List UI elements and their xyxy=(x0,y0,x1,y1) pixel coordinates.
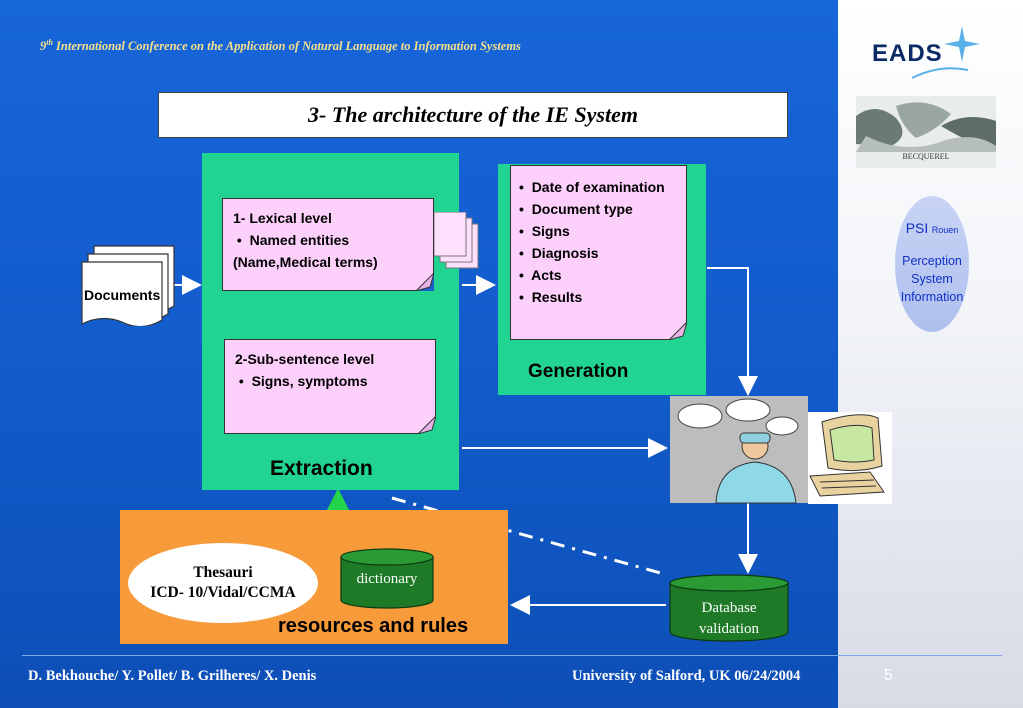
subsentence-level-bullet: • Signs, symptoms xyxy=(235,373,368,389)
subsentence-level-note: 2-Sub-sentence level • Signs, symptoms xyxy=(224,339,436,434)
database-icon xyxy=(669,574,789,642)
generation-label: Generation xyxy=(528,361,629,382)
database-validation-cylinder: Database validation xyxy=(669,574,789,642)
psi-line-information: Information xyxy=(900,290,964,304)
footer-venue: University of Salford, UK 06/24/2004 xyxy=(572,668,801,684)
documents-stack: Documents xyxy=(80,244,176,326)
footer-divider xyxy=(22,655,1002,656)
resources-label: resources and rules xyxy=(278,615,469,637)
extraction-label: Extraction xyxy=(270,457,373,480)
generation-item-date: • Date of examination xyxy=(519,179,665,195)
thesauri-title: Thesauri xyxy=(193,564,253,581)
database-line2: validation xyxy=(699,621,759,637)
svg-text:BECQUEREL: BECQUEREL xyxy=(902,152,949,161)
psi-line-perception: Perception xyxy=(902,254,962,268)
conference-header: 9th International Conference on the Appl… xyxy=(40,38,521,54)
psi-rouen-badge: PSI Rouen Perception System Information xyxy=(895,196,969,332)
generation-item-results: • Results xyxy=(519,289,583,305)
slide-title: 3- The architecture of the IE System xyxy=(308,102,638,127)
documents-label: Documents xyxy=(84,287,161,303)
slide-title-box: 3- The architecture of the IE System xyxy=(158,92,788,138)
psi-line-system: System xyxy=(911,272,953,286)
lexical-level-bullet: • Named entities xyxy=(233,232,350,248)
generation-item-diagnosis: • Diagnosis xyxy=(519,245,599,261)
eads-logo: EADS xyxy=(870,26,990,79)
subsentence-level-title: 2-Sub-sentence level xyxy=(235,351,375,367)
doctor-computer-image xyxy=(670,396,892,504)
dictionary-label: dictionary xyxy=(356,571,418,587)
eads-star-icon xyxy=(944,26,980,62)
psi-small-label: Rouen xyxy=(931,225,959,235)
lexical-level-note: 1- Lexical level • Named entities (Name,… xyxy=(222,198,434,291)
generation-item-signs: • Signs xyxy=(519,223,570,239)
generation-item-acts: • Acts xyxy=(519,267,562,283)
document-stack-icon xyxy=(81,245,175,326)
database-line1: Database xyxy=(701,600,757,616)
footer-authors: D. Bekhouche/ Y. Pollet/ B. Grilheres/ X… xyxy=(28,668,317,684)
lexical-level-title: 1- Lexical level xyxy=(233,210,332,226)
becquerel-logo: BECQUEREL xyxy=(856,96,996,168)
thesauri-ellipse: Thesauri ICD- 10/Vidal/CCMA xyxy=(128,543,318,623)
extracted-pages-icon xyxy=(434,212,479,269)
lexical-level-sub: (Name,Medical terms) xyxy=(233,254,378,270)
psi-main-label: PSI xyxy=(905,220,929,236)
dictionary-database-icon xyxy=(340,548,434,609)
generation-note: • Date of examination • Document type • … xyxy=(510,165,687,340)
doctor-computer-clipart-icon xyxy=(670,396,892,504)
page-number: 5 xyxy=(884,667,893,684)
dictionary-cylinder: dictionary xyxy=(340,548,434,610)
thesauri-sources: ICD- 10/Vidal/CCMA xyxy=(150,584,296,601)
generation-item-document-type: • Document type xyxy=(519,201,633,217)
